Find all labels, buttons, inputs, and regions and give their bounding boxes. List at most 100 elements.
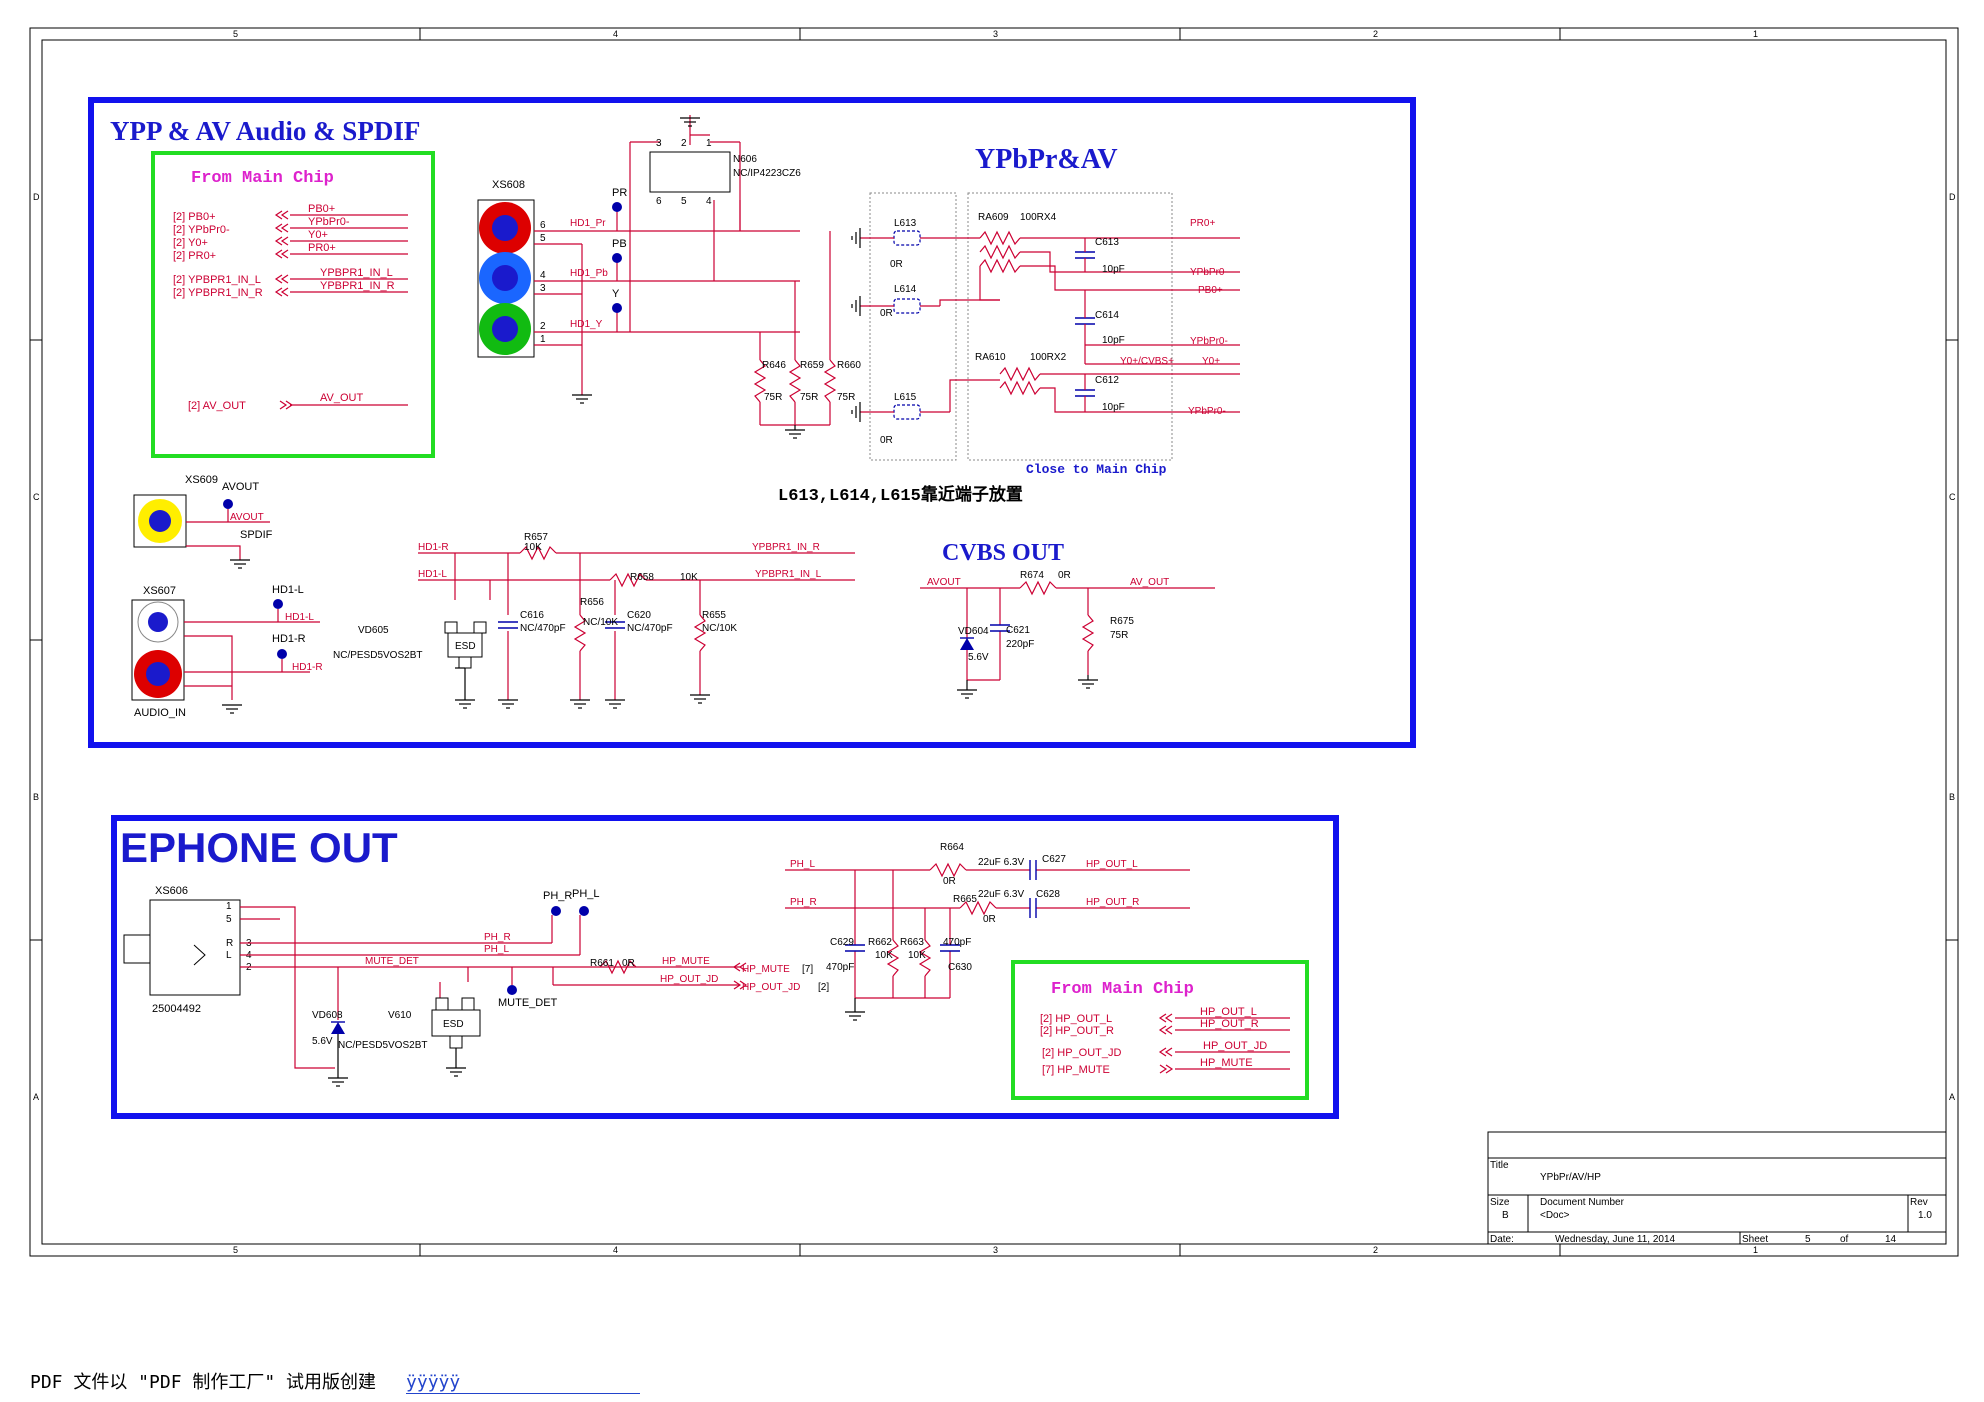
r646-label: R646 bbox=[762, 360, 786, 371]
border-row-d-r: D bbox=[1949, 192, 1956, 202]
main-chip-title: From Main Chip bbox=[191, 169, 334, 188]
border-row-a: A bbox=[33, 1092, 39, 1102]
vd604-value: 5.6V bbox=[968, 652, 989, 663]
chip-signal-pr0: [2] PR0+ bbox=[173, 250, 216, 262]
c621-cap bbox=[990, 624, 1010, 632]
pdf-footer-link[interactable]: ÿÿÿÿÿ bbox=[406, 1372, 641, 1394]
r664-label: R664 bbox=[940, 842, 964, 853]
net-mute-det: MUTE_DET bbox=[365, 956, 419, 967]
placement-note: L613,L614,L615靠近端子放置 bbox=[778, 484, 1023, 506]
r665-value: 0R bbox=[983, 914, 996, 925]
r665-label: R665 bbox=[953, 894, 977, 905]
border-col-2b: 2 bbox=[1373, 1245, 1378, 1255]
out-net-pb0: PB0+ bbox=[1198, 285, 1223, 296]
net-ypbpr-in-r: YPBPR1_IN_R bbox=[752, 542, 820, 553]
net-ph-r: PH_R bbox=[484, 932, 511, 943]
r663-label: R663 bbox=[900, 937, 924, 948]
net-hd1-pr: HD1_Pr bbox=[570, 218, 606, 229]
xs608-pin3: 3 bbox=[540, 283, 546, 294]
hp-chip-sig-mute: [7] HP_MUTE bbox=[1042, 1064, 1110, 1076]
pb-testpoint bbox=[612, 253, 622, 263]
chip-signal-pb0: [2] PB0+ bbox=[173, 211, 216, 223]
net-hp-mute: HP_MUTE bbox=[662, 956, 710, 967]
c616-value: NC/470pF bbox=[520, 623, 566, 634]
border-col-1: 1 bbox=[1753, 29, 1758, 39]
chip-net-wires bbox=[274, 210, 408, 410]
l613-label: L613 bbox=[894, 218, 917, 229]
ypp-section-frame bbox=[88, 97, 1416, 748]
hp-chip-net-r: HP_OUT_R bbox=[1200, 1018, 1259, 1030]
xs607-label: XS607 bbox=[143, 585, 176, 597]
ground-icon bbox=[572, 394, 805, 439]
vd604-diode-icon bbox=[960, 638, 974, 650]
tb-title: YPbPr/AV/HP bbox=[1540, 1172, 1601, 1183]
ground-icon bbox=[230, 559, 250, 569]
hd1r-testpoint bbox=[277, 649, 287, 659]
chip-net-ypbpr0: YPbPr0- bbox=[308, 216, 350, 228]
xs607-wires bbox=[184, 609, 320, 700]
hd1l-label: HD1-L bbox=[272, 584, 304, 596]
ground-icons bbox=[328, 1034, 466, 1087]
r655-label: R655 bbox=[702, 610, 726, 621]
y-testpoint bbox=[612, 303, 622, 313]
l615-label: L615 bbox=[894, 392, 917, 403]
tb-sheet-label: Sheet bbox=[1742, 1234, 1768, 1245]
ypbpr-title: YPbPr&AV bbox=[975, 144, 1118, 175]
border-row-d: D bbox=[33, 192, 40, 202]
r658-label: R658 bbox=[630, 572, 654, 583]
net-hp-out-jd: HP_OUT_JD bbox=[660, 974, 718, 985]
xs606-jack bbox=[149, 899, 241, 996]
c628-label: C628 bbox=[1036, 889, 1060, 900]
r658-value: 10K bbox=[680, 572, 698, 583]
border-col-2: 2 bbox=[1373, 29, 1378, 39]
xs609-wires bbox=[186, 509, 270, 560]
r661-label: R661 bbox=[590, 958, 614, 969]
chip-signal-y0: [2] Y0+ bbox=[173, 237, 208, 249]
l613-value: 0R bbox=[890, 259, 903, 270]
c616-label: C616 bbox=[520, 610, 544, 621]
r662-value: 10K bbox=[875, 950, 893, 961]
c613-label: C613 bbox=[1095, 237, 1119, 248]
avout-label: AVOUT bbox=[222, 481, 259, 493]
out-net-ypbpr0-c: YPbPr0- bbox=[1188, 406, 1226, 417]
net-hp-out-l: HP_OUT_L bbox=[1086, 859, 1138, 870]
hp-chip-sig-l: [2] HP_OUT_L bbox=[1040, 1013, 1112, 1025]
hp-output-wires bbox=[785, 862, 1190, 999]
n606-pin6: 6 bbox=[656, 196, 662, 207]
net-ph-r-out: PH_R bbox=[790, 897, 817, 908]
net-hd1l-a: HD1-L bbox=[418, 569, 447, 580]
ra610-value: 100RX2 bbox=[1030, 352, 1067, 363]
pr-testpoint bbox=[612, 202, 622, 212]
xs608-pin4: 4 bbox=[540, 270, 546, 281]
ferrite-group bbox=[869, 192, 957, 461]
vd605-part: NC/PESD5VOS2BT bbox=[333, 650, 422, 661]
r663-value: 10K bbox=[908, 950, 926, 961]
hp-chip-net-mute: HP_MUTE bbox=[1200, 1057, 1253, 1069]
tb-size-label: Size bbox=[1490, 1197, 1510, 1208]
r659-value: 75R bbox=[800, 392, 818, 403]
xs606-label: XS606 bbox=[155, 885, 188, 897]
audio-in-caps bbox=[498, 621, 625, 629]
chip-audio-net-r: YPBPR1_IN_R bbox=[320, 280, 395, 292]
c620-value: NC/470pF bbox=[627, 623, 673, 634]
n606-ground-icon bbox=[680, 117, 700, 127]
net-ypbpr-in-l: YPBPR1_IN_L bbox=[755, 569, 822, 580]
avout-testpoint bbox=[223, 499, 233, 509]
cvbs-av-out-net: AV_OUT bbox=[1130, 577, 1169, 588]
tb-date-label: Date: bbox=[1490, 1234, 1514, 1245]
ground-icon bbox=[222, 704, 242, 714]
tb-rev-label: Rev bbox=[1910, 1197, 1928, 1208]
hd1r-label: HD1-R bbox=[272, 633, 306, 645]
xs606-wires bbox=[240, 906, 740, 1069]
audio-in-label: AUDIO_IN bbox=[134, 707, 186, 719]
c629-value: 470pF bbox=[826, 962, 854, 973]
tb-total: 14 bbox=[1885, 1234, 1897, 1245]
r656-label: R656 bbox=[580, 597, 604, 608]
r646-value: 75R bbox=[764, 392, 782, 403]
r661-value: 0R bbox=[622, 958, 635, 969]
r675-value: 75R bbox=[1110, 630, 1128, 641]
title-block bbox=[1487, 1131, 1947, 1245]
cvbs-avout-net: AVOUT bbox=[927, 577, 961, 588]
border-col-1b: 1 bbox=[1753, 1245, 1758, 1255]
v610-part: NC/PESD5VOS2BT bbox=[338, 1040, 427, 1051]
